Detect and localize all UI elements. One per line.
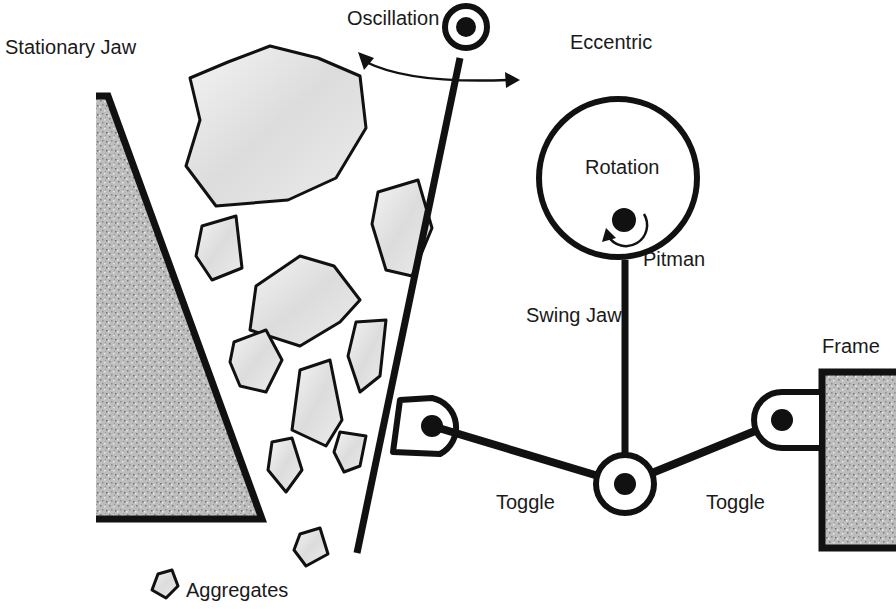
frame-block	[822, 372, 896, 548]
part-label: Stationary Jaw	[5, 35, 136, 59]
swing-jaw	[357, 6, 487, 553]
part-label: Toggle	[706, 490, 765, 514]
part-label: Swing Jaw	[526, 303, 622, 327]
oscillation-arrow	[358, 52, 520, 88]
motion-label: Rotation	[585, 155, 660, 179]
part-label: Toggle	[496, 490, 555, 514]
part-label: Eccentric	[570, 30, 652, 54]
toggle-links	[432, 260, 822, 513]
eccentric-wheel: EccentricRotation	[536, 96, 700, 260]
motion-label: Oscillation	[347, 6, 439, 30]
rock-aggregates	[152, 46, 432, 598]
part-label: Aggregates	[186, 578, 288, 602]
part-label: Frame	[822, 334, 880, 358]
